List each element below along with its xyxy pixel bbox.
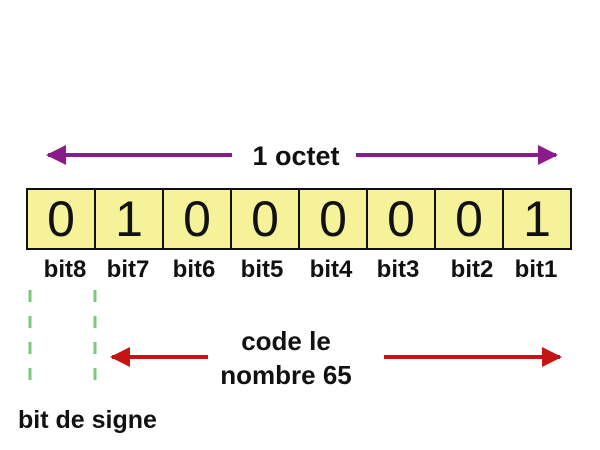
bit-cell: 1	[502, 190, 570, 248]
bit-label-bit5: bit5	[240, 256, 284, 283]
sign-bit-label: bit de signe	[18, 406, 157, 434]
byte-cells: 0 1 0 0 0 0 0 1	[26, 188, 572, 250]
bit-label-bit2: bit2	[450, 256, 494, 283]
bit-cell: 0	[47, 191, 75, 247]
bit-cell: 1	[94, 190, 162, 248]
code-label: code le nombre 65	[196, 324, 376, 392]
bit-label-bit3: bit3	[376, 256, 420, 283]
bit-label-bit7: bit7	[106, 256, 150, 283]
bit-cell: 0	[162, 190, 230, 248]
bit-label-bit6: bit6	[172, 256, 216, 283]
bit-label-bit1: bit1	[514, 256, 558, 283]
bit-cell: 0	[230, 190, 298, 248]
bit-label-bit8: bit8	[43, 256, 87, 283]
bit-cell: 0	[366, 190, 434, 248]
bit-cell: 0	[434, 190, 502, 248]
octet-label: 1 octet	[252, 141, 340, 171]
bit-cell: 0	[298, 190, 366, 248]
code-label-line1: code le	[241, 326, 331, 356]
bit-label-bit4: bit4	[309, 256, 353, 283]
code-label-line2: nombre 65	[220, 360, 352, 390]
